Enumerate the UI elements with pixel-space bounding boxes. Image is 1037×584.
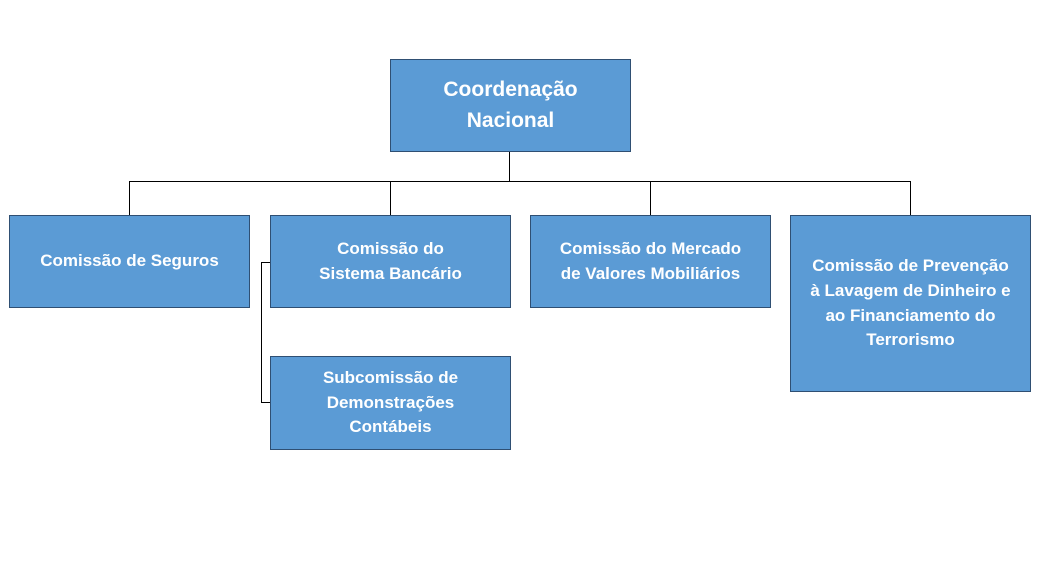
connector-sub-stub-bottom [261, 402, 270, 403]
connector-drop-prevencao [910, 181, 911, 215]
box-comissao-sistema-bancario: Comissão do Sistema Bancário [270, 215, 511, 308]
box-coordenacao-nacional: Coordenação Nacional [390, 59, 631, 152]
box-subcomissao-demonstracoes: Subcomissão de Demonstrações Contábeis [270, 356, 511, 450]
connector-drop-bancario [390, 181, 391, 215]
connector-sub-vertical [261, 262, 262, 403]
connector-root-down [509, 152, 510, 181]
connector-drop-mercado [650, 181, 651, 215]
box-comissao-prevencao-lavagem: Comissão de Prevenção à Lavagem de Dinhe… [790, 215, 1031, 392]
box-comissao-seguros: Comissão de Seguros [9, 215, 250, 308]
connector-horizontal-bar [129, 181, 911, 182]
connector-sub-stub-top [261, 262, 270, 263]
connector-drop-seguros [129, 181, 130, 215]
box-comissao-mercado-valores: Comissão do Mercado de Valores Mobiliári… [530, 215, 771, 308]
